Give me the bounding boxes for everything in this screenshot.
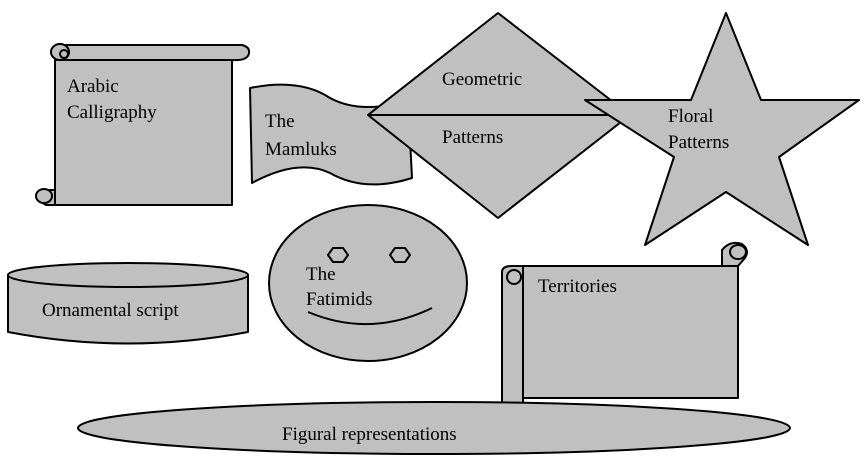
horizontal-scroll-shape: Territories xyxy=(501,241,748,406)
wave-banner-shape: The Mamluks xyxy=(249,83,413,186)
star-shape: Floral Patterns xyxy=(584,12,860,246)
shape-label-line: The xyxy=(265,111,295,132)
cylinder-top xyxy=(7,262,249,288)
star-body xyxy=(584,12,860,246)
shape-label-line: Patterns xyxy=(442,127,503,148)
smiley-face xyxy=(268,204,468,362)
shape-label-line: Calligraphy xyxy=(67,102,157,123)
diamond-shape: Geometric Patterns xyxy=(367,12,631,219)
shape-label-line: Ornamental script xyxy=(42,300,179,321)
shape-label-line: Territories xyxy=(538,276,617,297)
scroll-bottom-curl xyxy=(35,188,53,204)
shape-label-line: The xyxy=(306,264,336,285)
scroll-right-curl xyxy=(729,244,747,260)
smiley-right-eye xyxy=(389,247,411,263)
shape-label-line: Floral xyxy=(668,106,713,127)
smiley-mouth xyxy=(307,307,433,325)
scroll-left-roll xyxy=(501,265,524,406)
smiley-shape: The Fatimids xyxy=(268,204,468,362)
shape-label-line: Geometric xyxy=(442,69,522,90)
cylinder-shape: Ornamental script xyxy=(7,262,249,345)
shape-label-line: Figural representations xyxy=(282,424,457,445)
vertical-scroll-shape: Arabic Calligraphy xyxy=(35,43,251,206)
shape-label-line: Patterns xyxy=(668,132,729,153)
smiley-left-eye xyxy=(327,247,349,263)
scroll-left-curl xyxy=(506,269,522,285)
scroll-top-roll xyxy=(54,44,251,62)
cylinder-body xyxy=(7,274,249,345)
scroll-top-curl-inner xyxy=(59,49,69,59)
shape-label-line: Fatimids xyxy=(306,289,373,310)
wave-banner-body xyxy=(249,83,413,186)
ellipse-shape: Figural representations xyxy=(77,401,791,455)
ellipse-body xyxy=(77,401,791,455)
shape-label-line: Mamluks xyxy=(265,139,337,160)
scroll-main-sheet xyxy=(522,265,739,399)
shape-label-line: Arabic xyxy=(67,76,119,97)
